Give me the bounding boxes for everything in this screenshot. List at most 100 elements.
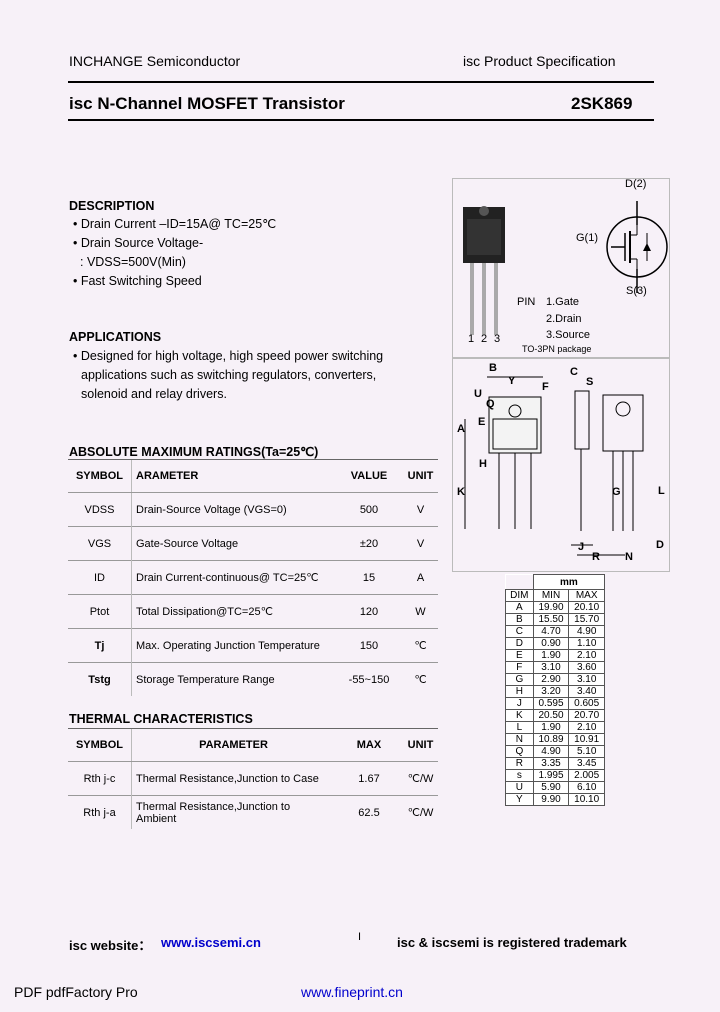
dimension-label: N	[625, 551, 633, 563]
min-cell: 4.70	[532, 625, 570, 638]
pin-heading: PIN	[517, 296, 536, 308]
value-cell: 62.5	[335, 795, 403, 829]
max-cell: 3.10	[568, 673, 605, 686]
value-cell: ±20	[335, 526, 403, 561]
column-header: MAX	[568, 589, 605, 602]
top-rule	[68, 81, 654, 83]
abs-max-table: SYMBOL ARAMETER VALUE UNIT VDSS Drain-So…	[68, 460, 438, 696]
symbol-cell: Tstg	[68, 662, 132, 696]
dimension-label: C	[570, 366, 578, 378]
mosfet-symbol-icon	[606, 201, 668, 293]
pin-number: 2	[481, 333, 488, 345]
column-header: MAX	[335, 729, 403, 762]
dimension-label: A	[457, 423, 465, 435]
unit-cell: ℃/W	[403, 795, 438, 829]
thermal-heading: THERMAL CHARACTERISTICS	[69, 712, 253, 726]
dimension-label: Q	[486, 398, 495, 410]
max-cell: 10.91	[568, 733, 605, 746]
dimension-label: F	[542, 381, 549, 393]
min-cell: 15.50	[532, 613, 570, 626]
dim-cell: C	[505, 625, 534, 638]
table-row: VGS Gate-Source Voltage ±20 V	[68, 526, 438, 561]
table-header-row: SYMBOL ARAMETER VALUE UNIT	[68, 460, 438, 493]
column-header: SYMBOL	[68, 460, 132, 493]
min-cell: 19.90	[532, 601, 570, 614]
gate-label: G(1)	[576, 232, 598, 244]
value-cell: 15	[335, 560, 403, 595]
table-row: VDSS Drain-Source Voltage (VGS=0) 500 V	[68, 492, 438, 527]
applications-heading: APPLICATIONS	[69, 330, 162, 344]
max-cell: 3.45	[568, 757, 605, 770]
max-cell: 2.10	[568, 649, 605, 662]
outline-drawing	[464, 376, 644, 556]
column-header: SYMBOL	[68, 729, 132, 762]
min-cell: 1.90	[532, 721, 570, 734]
dim-cell: L	[505, 721, 534, 734]
max-cell: 20.10	[568, 601, 605, 614]
pdf-label: PDF pdfFactory Pro	[14, 984, 138, 1000]
dim-cell: G	[505, 673, 534, 686]
value-cell: -55~150	[335, 662, 403, 696]
column-header: DIM	[505, 589, 534, 602]
max-cell: 1.10	[568, 637, 605, 650]
parameter-cell: Max. Operating Junction Temperature	[131, 628, 335, 663]
dim-cell: A	[505, 601, 534, 614]
max-cell: 15.70	[568, 613, 605, 626]
column-header: UNIT	[403, 460, 438, 493]
dim-cell: F	[505, 661, 534, 674]
thermal-rule	[68, 728, 438, 729]
min-cell: 3.20	[532, 685, 570, 698]
min-cell: 3.35	[532, 757, 570, 770]
parameter-cell: Thermal Resistance,Junction to Ambient	[131, 795, 335, 829]
max-cell: 20.70	[568, 709, 605, 722]
applications-line: • Designed for high voltage, high speed …	[73, 349, 384, 363]
column-header: UNIT	[403, 729, 438, 762]
pin-list-item: 1.Gate	[546, 296, 580, 308]
symbol-cell: VGS	[68, 526, 132, 561]
min-cell: 5.90	[532, 781, 570, 794]
symbol-cell: VDSS	[68, 492, 132, 527]
unit-cell: ℃	[403, 662, 438, 696]
max-cell: 6.10	[568, 781, 605, 794]
table-row: Rth j-c Thermal Resistance,Junction to C…	[68, 761, 438, 796]
symbol-cell: Ptot	[68, 594, 132, 629]
max-cell: 3.40	[568, 685, 605, 698]
description-heading: DESCRIPTION	[69, 199, 155, 213]
website-link[interactable]: www.iscsemi.cn	[161, 935, 261, 950]
dim-cell: N	[505, 733, 534, 746]
dimension-label: J	[578, 541, 585, 553]
dimension-label: G	[612, 486, 621, 498]
min-cell: 10.89	[532, 733, 570, 746]
dim-cell: U	[505, 781, 534, 794]
fineprint-link[interactable]: www.fineprint.cn	[301, 984, 403, 1000]
mechanical-drawing	[452, 358, 670, 572]
trademark-text: isc & iscsemi is registered trademark	[397, 935, 627, 950]
thermal-table: SYMBOL PARAMETER MAX UNIT Rth j-c Therma…	[68, 729, 438, 829]
min-cell: 20.50	[532, 709, 570, 722]
footer-divider: I	[358, 931, 362, 943]
parameter-cell: Gate-Source Voltage	[131, 526, 335, 561]
description-item: • Fast Switching Speed	[73, 274, 202, 288]
min-cell: 4.90	[532, 745, 570, 758]
dimension-label: Y	[508, 375, 516, 387]
dim-cell: Y	[505, 793, 534, 806]
max-cell: 2.10	[568, 721, 605, 734]
package-name: TO-3PN package	[522, 344, 592, 354]
dimension-label: E	[478, 416, 486, 428]
package-box	[452, 178, 670, 358]
parameter-cell: Storage Temperature Range	[131, 662, 335, 696]
parameter-cell: Thermal Resistance,Junction to Case	[131, 761, 335, 796]
